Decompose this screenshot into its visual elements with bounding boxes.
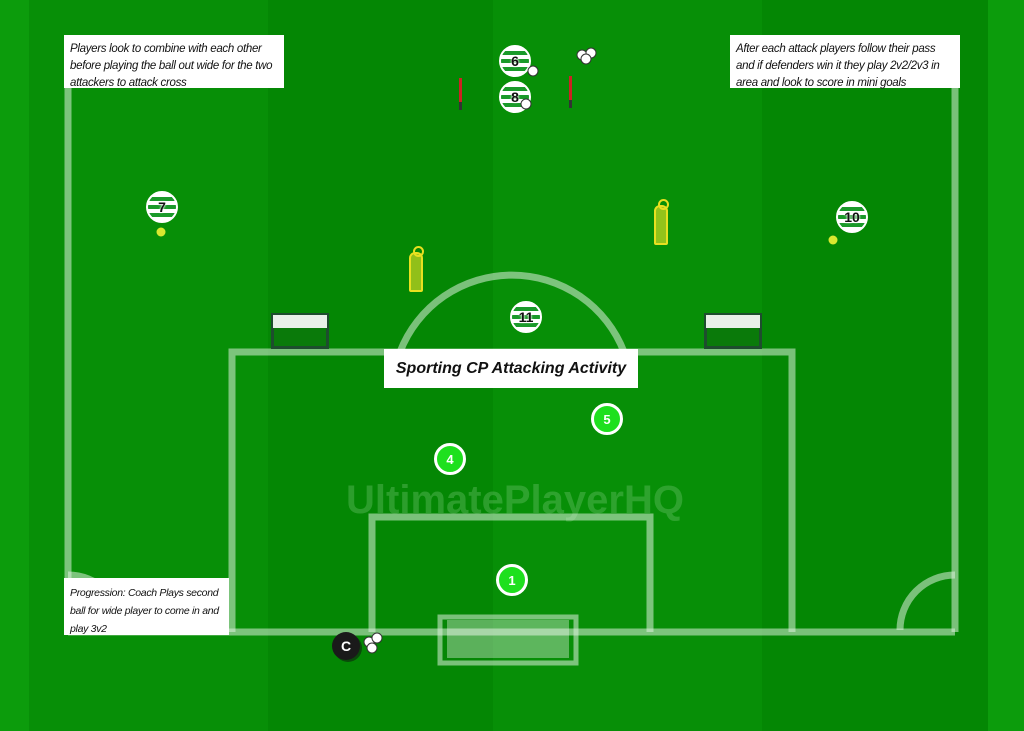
coach[interactable]: C (332, 632, 360, 660)
pole (569, 76, 572, 108)
goalkeeper-1[interactable]: 1 (496, 564, 528, 596)
title-banner: Sporting CP Attacking Activity (384, 349, 638, 388)
attacker-7[interactable]: 7 (146, 191, 178, 223)
pitch-stripe (0, 0, 29, 731)
mannequin (409, 246, 424, 292)
pole (459, 78, 462, 110)
ball-icon (366, 642, 378, 654)
attacker-8[interactable]: 8 (499, 81, 531, 113)
ball-icon (527, 65, 539, 77)
corner-arc-right (896, 571, 956, 631)
attacker-11[interactable]: 11 (510, 301, 542, 333)
ball-icon (371, 632, 383, 644)
penalty-arc (396, 271, 628, 354)
mini-goal-right (704, 313, 762, 349)
ball-icon (520, 98, 532, 110)
note-bottom-left: Progression: Coach Plays second ball for… (64, 578, 229, 635)
pitch-stripe (988, 0, 1024, 731)
tennis-ball-icon (156, 227, 166, 237)
ball-icon (580, 53, 592, 65)
title: Sporting CP Attacking Activity (395, 359, 627, 377)
mini-goal-left (271, 313, 329, 349)
goal-net (447, 620, 569, 658)
defender-4[interactable]: 4 (434, 443, 466, 475)
defender-5[interactable]: 5 (591, 403, 623, 435)
attacker-6[interactable]: 6 (499, 45, 531, 77)
mannequin (654, 199, 669, 245)
six-yard-box (368, 513, 654, 632)
note-top-left: Players look to combine with each other … (64, 35, 284, 89)
note-top-right: After each attack players follow their p… (730, 35, 960, 89)
pitch-stripe (762, 0, 988, 731)
tennis-ball-icon (828, 235, 838, 245)
attacker-10[interactable]: 10 (836, 201, 868, 233)
goal-frame (437, 614, 579, 666)
